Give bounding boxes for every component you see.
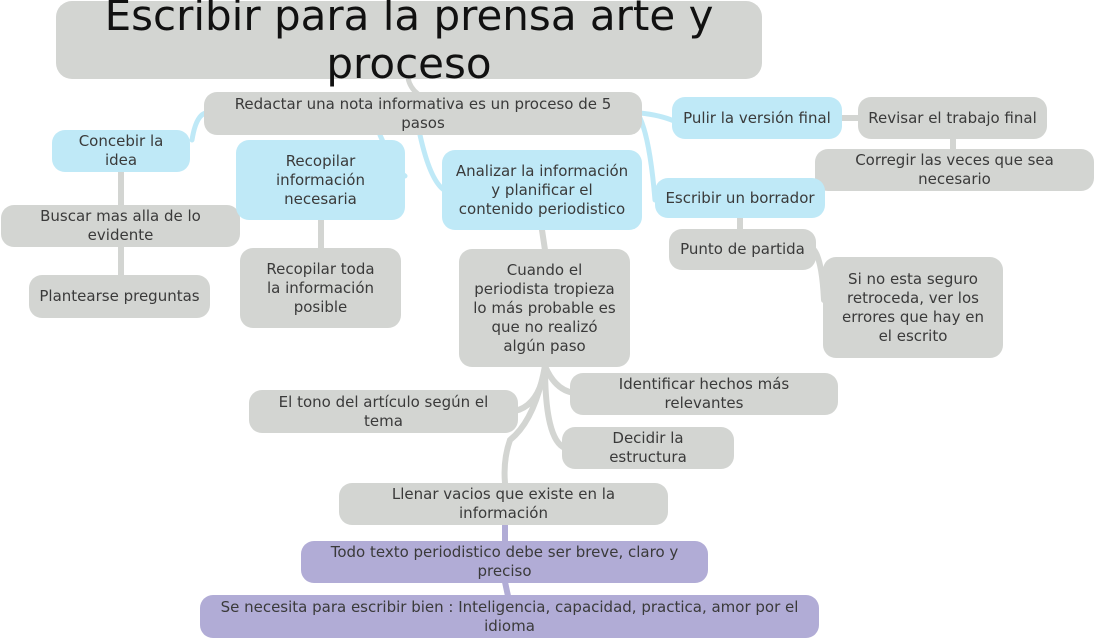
node-se-necesita[interactable]: Se necesita para escribir bien : Intelig… (200, 595, 819, 638)
link-cuando-llenar (501, 363, 548, 486)
node-buscar[interactable]: Buscar mas alla de lo evidente (1, 205, 240, 247)
node-borrador[interactable]: Escribir un borrador (655, 178, 825, 218)
node-concebir[interactable]: Concebir la idea (52, 130, 190, 172)
node-corregir[interactable]: Corregir las veces que sea necesario (815, 149, 1094, 191)
node-revisar[interactable]: Revisar el trabajo final (858, 97, 1047, 139)
node-plantearse[interactable]: Plantearse preguntas (29, 275, 210, 318)
node-cuando[interactable]: Cuando el periodista tropieza lo más pro… (459, 249, 630, 367)
node-si-no[interactable]: Si no esta seguro retroceda, ver los err… (823, 257, 1003, 358)
node-punto[interactable]: Punto de partida (669, 229, 816, 270)
node-todo-texto[interactable]: Todo texto periodistico debe ser breve, … (301, 541, 708, 583)
node-tono[interactable]: El tono del artículo según el tema (249, 390, 518, 433)
node-pulir[interactable]: Pulir la versión final (672, 97, 842, 139)
node-recopilar-info[interactable]: Recopilar información necesaria (236, 140, 405, 220)
link-main-borrador (637, 115, 658, 203)
link-main-pulir (637, 110, 677, 124)
node-identificar[interactable]: Identificar hechos más relevantes (570, 373, 838, 415)
node-decidir[interactable]: Decidir la estructura (562, 427, 734, 469)
node-llenar[interactable]: Llenar vacios que existe en la informaci… (339, 483, 668, 525)
node-recopilar-toda[interactable]: Recopilar toda la información posible (240, 248, 401, 328)
link-todo-se (502, 579, 511, 599)
node-main-process[interactable]: Redactar una nota informativa es un proc… (204, 92, 642, 135)
link-analizar-cuando (539, 227, 548, 253)
page-title: Escribir para la prensa arte y proceso (56, 0, 762, 88)
link-main-analizar (417, 132, 447, 193)
node-analizar[interactable]: Analizar la información y planificar el … (442, 150, 642, 230)
